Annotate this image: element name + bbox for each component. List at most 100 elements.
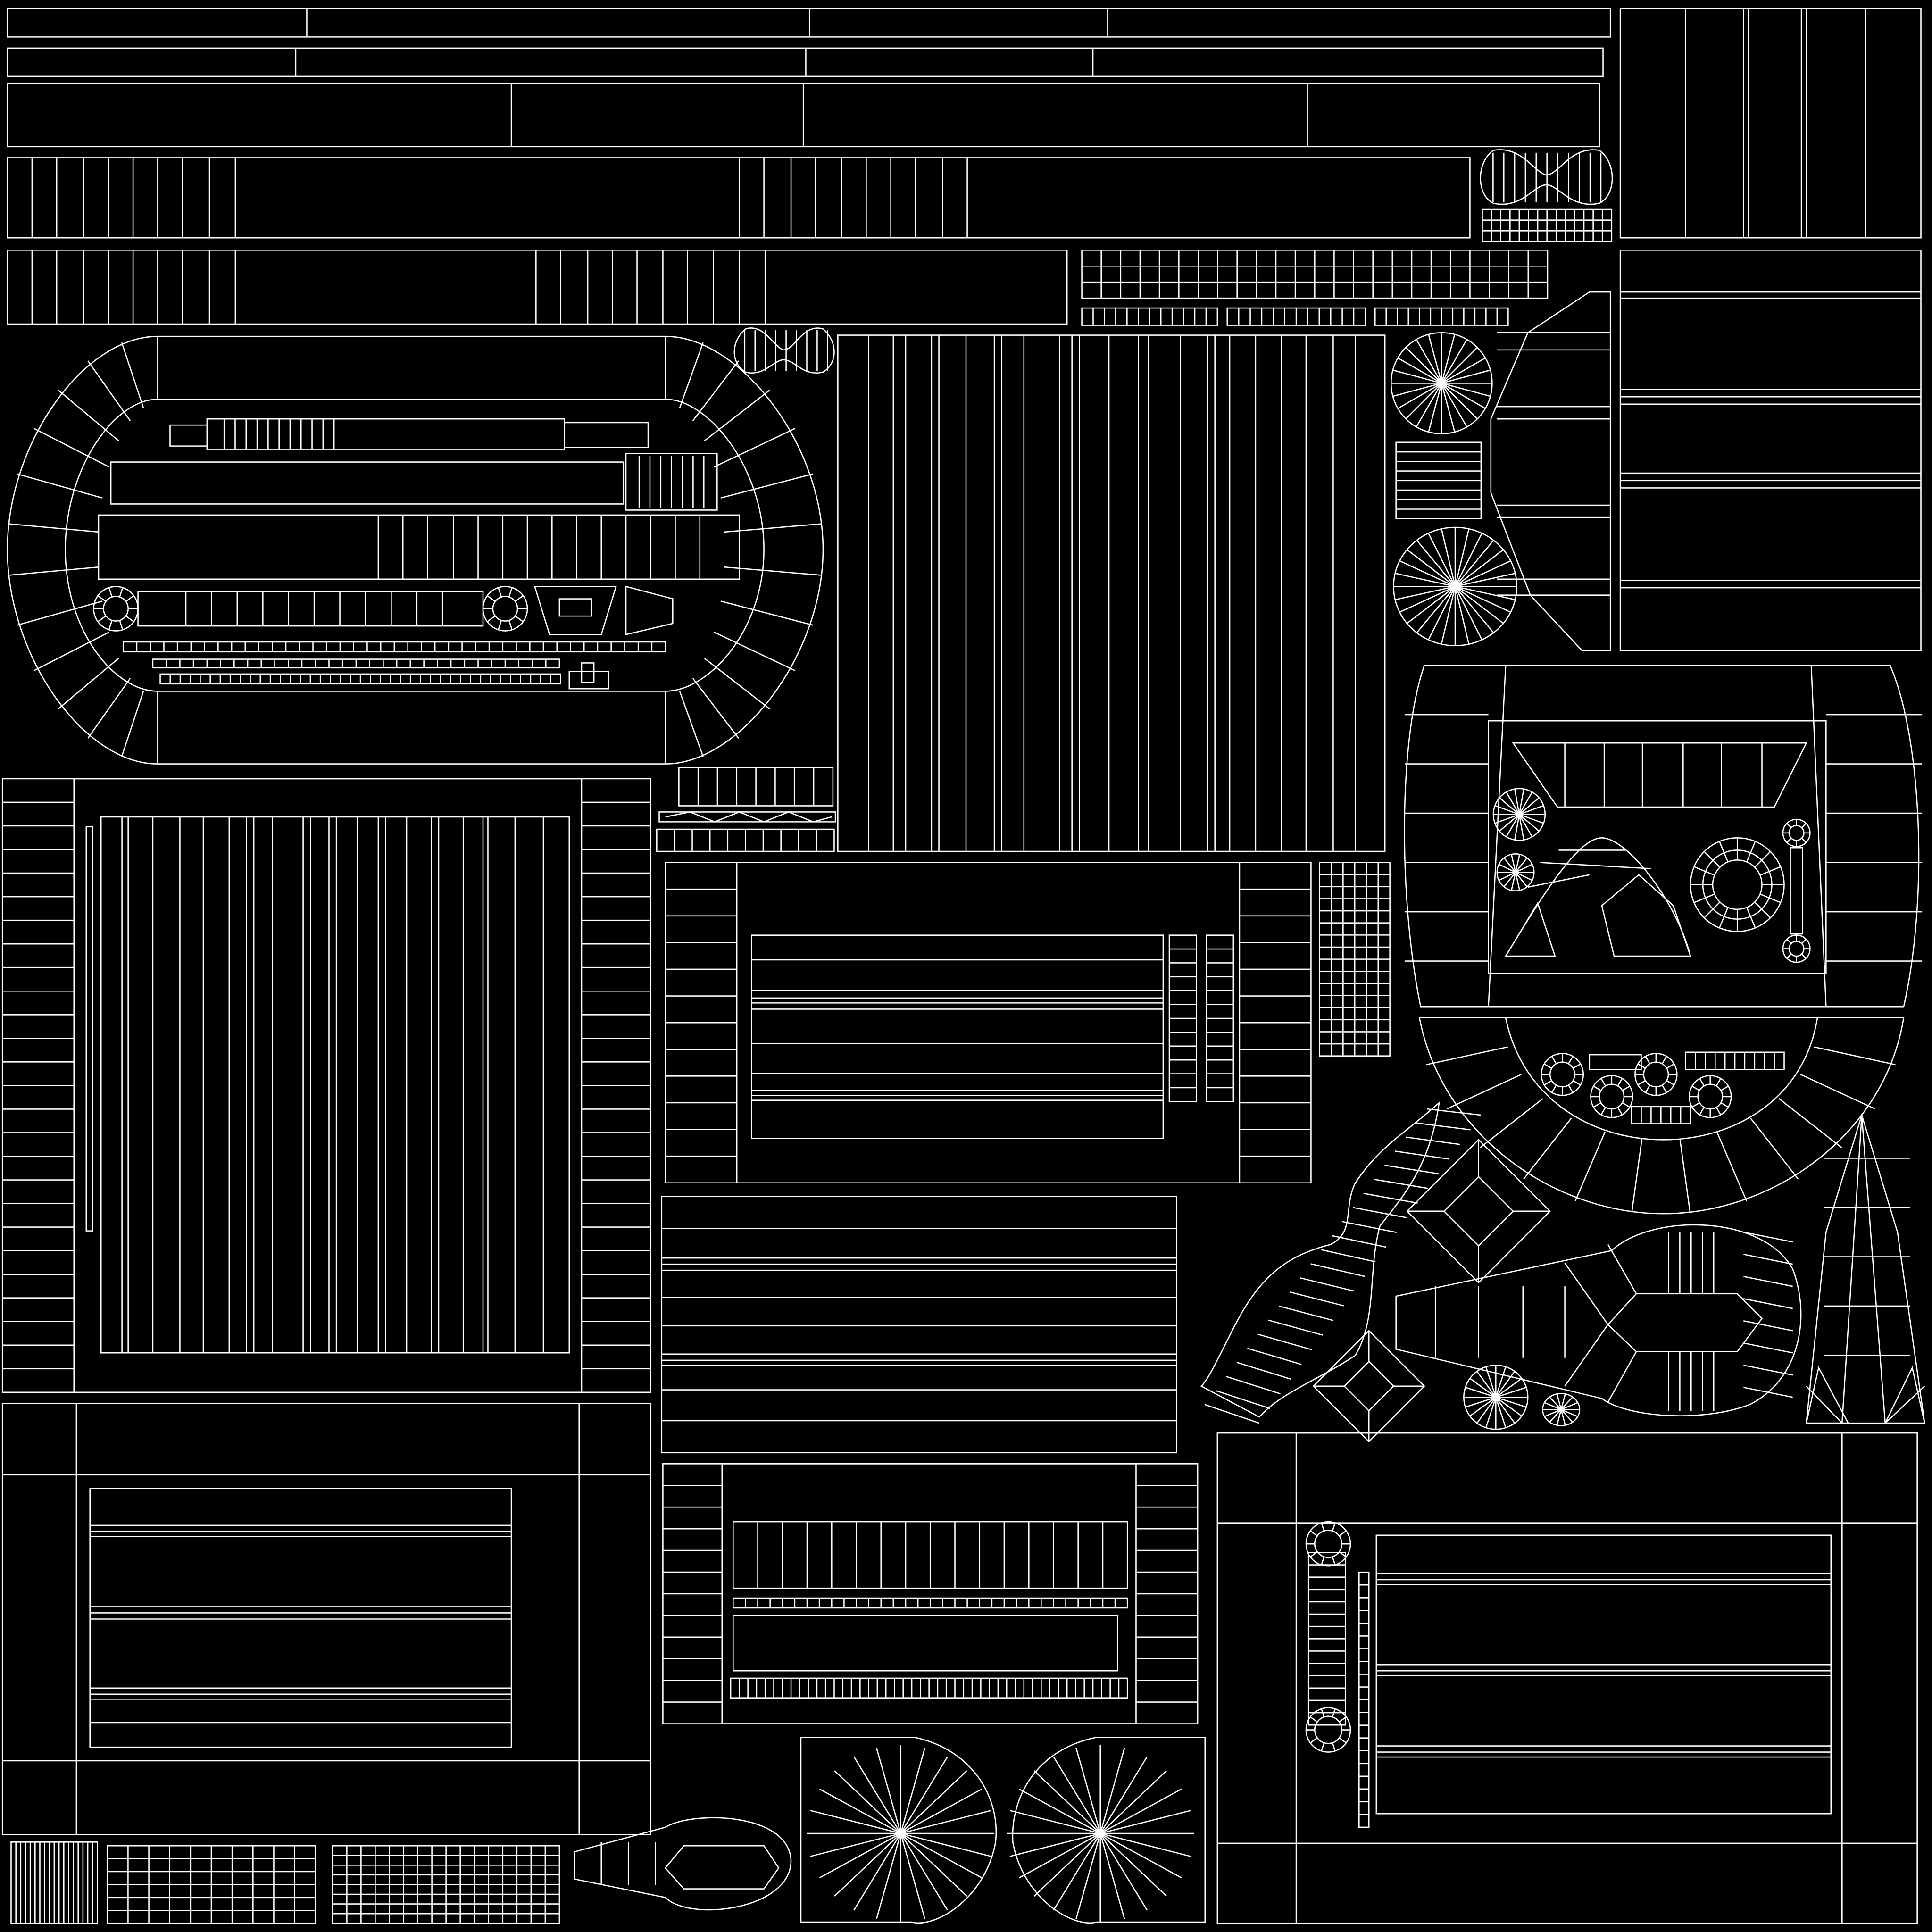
uv-edge [1544,1064,1552,1068]
uv-edge [1393,370,1441,383]
uv-edge [109,620,112,630]
uv-edge [1608,1352,1636,1402]
uv-edge [1441,383,1485,408]
uv-edge [126,596,134,601]
uv-edge [1787,954,1791,958]
uv-edge [1694,867,1715,875]
uv-edge [1692,1086,1699,1091]
uv-edge [88,361,130,421]
uv-edge [1717,1132,1747,1201]
uv-edge [705,390,770,441]
uv-edge [1575,1132,1605,1201]
uv-edge [1618,1078,1622,1086]
uv-edge [1455,529,1469,586]
uv-edge [1441,529,1455,586]
uv-edge [1480,1099,1543,1148]
uv-face [1807,1115,1925,1423]
uv-edge [693,678,739,738]
uv-edge [1384,1165,1439,1174]
uv-edge [1593,1086,1601,1091]
uv-edge [1638,1081,1645,1085]
uv-edge [1622,1103,1630,1107]
uv-face [1789,825,1804,840]
uv-strip-top-4 [8,158,1470,238]
uv-edge [1406,383,1442,419]
uv-edge [1455,540,1493,586]
uv-edge [1332,1523,1335,1531]
uv-edge [1416,1123,1471,1130]
uv-edge [1310,1717,1317,1722]
uv-edge [1557,1394,1561,1409]
uv-face [1620,8,1921,238]
uv-edge [1703,850,1772,919]
uv-stack-small [1396,442,1481,519]
uv-face [74,779,582,1392]
uv-edge [1053,1757,1100,1833]
uv-edge [1516,864,1532,872]
uv-edge [1100,1833,1147,1910]
uv-edge [1618,1108,1622,1115]
uv-edge [1516,872,1520,890]
uv-face [1550,1062,1574,1087]
uv-face [626,586,673,634]
uv-edge [574,1818,791,1910]
uv-edge [1417,586,1455,633]
uv-edge [1486,1367,1496,1398]
uv-edge [1399,586,1455,612]
uv-edge [1393,383,1441,396]
uv-edge [1743,1321,1792,1331]
uv-edge [1416,383,1442,427]
uv-edge [1779,1099,1842,1148]
uv-edge [666,812,832,822]
uv-edge [1237,1362,1291,1379]
uv-edge [1568,1085,1573,1093]
uv-edge [1034,1771,1100,1833]
uv-edge [1441,383,1467,427]
uv-grid-small-c [1482,209,1612,242]
uv-edge [1515,789,1519,815]
uv-edge [98,616,106,622]
uv-edge [1342,1222,1397,1232]
uv-face [1489,721,1826,974]
uv-face [1789,941,1804,956]
uv-edge [515,616,523,622]
uv-edge [854,1757,900,1833]
uv-edge [1721,1086,1728,1091]
uv-edge [901,1748,925,1833]
uv-bottle-bottom [574,1818,791,1910]
uv-edge [1593,1103,1601,1107]
uv-edge [1268,1320,1323,1335]
uv-face [1513,743,1807,807]
uv-edge [1743,1387,1792,1397]
uv-edge [1540,863,1651,869]
uv-edge [1466,1397,1496,1407]
uv-edge [1100,1810,1191,1833]
uv-shell-right-second [1620,250,1921,650]
uv-edge [1426,1047,1507,1065]
uv-face [559,599,591,616]
uv-edge [1552,1056,1556,1064]
uv-edge [1010,1833,1100,1857]
uv-edge [1504,872,1516,887]
uv-edge [1700,1108,1704,1115]
uv-edge [1561,1403,1578,1410]
uv-edge [1755,902,1770,918]
uv-edge [1760,894,1781,903]
uv-edge [1441,348,1477,383]
uv-edge [1428,586,1455,640]
uv-fan-b [1393,527,1516,646]
uv-edge [810,1833,901,1857]
uv-edge [1499,864,1516,872]
uv-edge [721,601,813,625]
uv-face [493,596,517,621]
uv-edge [1552,1085,1556,1093]
uv-edge [1499,815,1519,831]
uv-edge [1622,1086,1630,1091]
uv-shell-bottom-left [2,1403,650,1834]
uv-edge [1515,815,1519,840]
uv-edge [1013,1737,1205,1923]
uv-face [76,1403,579,1834]
uv-face [1376,1535,1831,1814]
uv-face [1713,860,1762,909]
